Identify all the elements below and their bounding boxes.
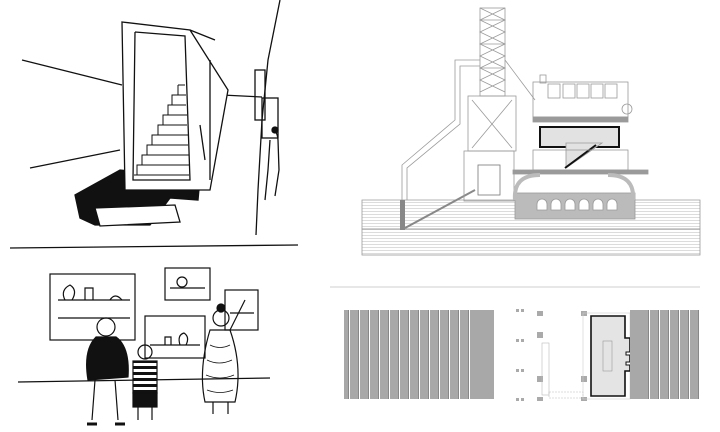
display-case [224,289,259,331]
lattice-tower [479,7,506,97]
stair-sketch [21,0,281,236]
section-drawing [361,7,701,256]
display-case [144,315,206,359]
plan-drawing [344,309,700,401]
visitor-woman [201,299,246,414]
display-case [164,267,211,301]
display-case [49,273,136,341]
visitors-sketch [17,267,271,426]
visitor-man [86,317,129,426]
ribbed-roof-left [344,310,478,399]
visitor-child [132,344,158,420]
ribbed-roof-right [646,310,700,399]
ground-hatch [361,228,701,256]
panel-divider [9,244,299,249]
stair-steps [134,84,189,176]
